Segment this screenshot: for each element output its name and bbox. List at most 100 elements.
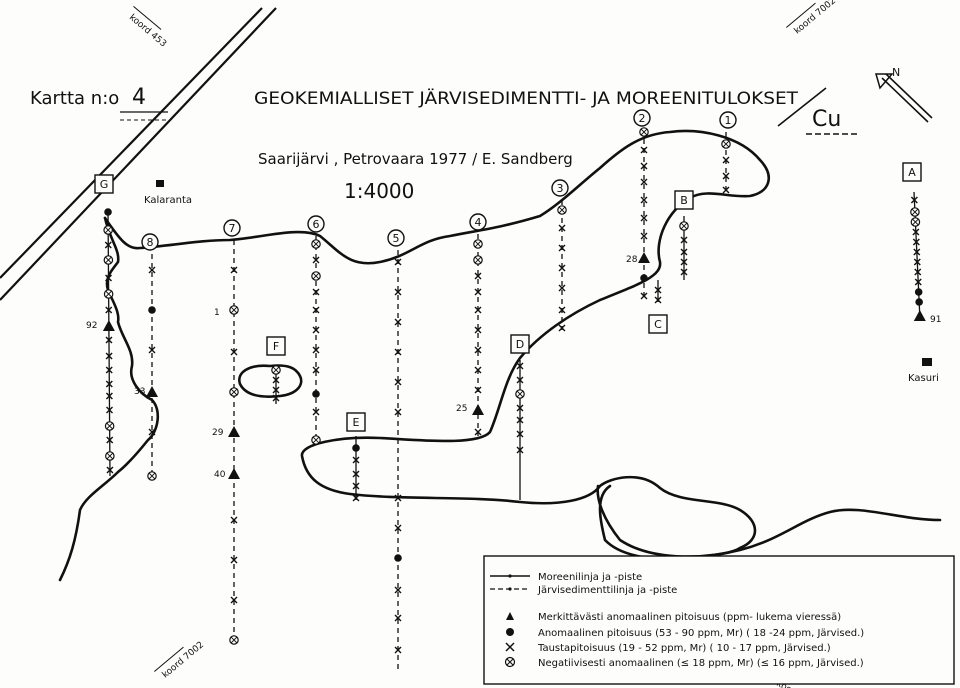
marked-anomaly-point — [913, 310, 926, 321]
background-point — [516, 430, 524, 438]
negative-point — [473, 239, 483, 249]
negative-point — [105, 451, 115, 461]
svg-text:Kalaranta: Kalaranta — [144, 195, 192, 206]
background-point — [474, 386, 482, 394]
background-point — [352, 470, 360, 478]
line-id-text: D — [516, 338, 524, 351]
sample-line-d: D — [510, 334, 530, 500]
line-id-text: 3 — [557, 182, 564, 195]
background-point — [148, 346, 156, 354]
background-point — [516, 446, 524, 454]
background-point — [680, 236, 688, 244]
sample-line-7: 7 — [223, 219, 241, 645]
background-point — [272, 394, 280, 402]
background-point — [722, 172, 730, 180]
line-id-text: 1 — [725, 114, 732, 127]
background-point — [680, 248, 688, 256]
background-point — [558, 324, 566, 332]
background-point — [912, 238, 920, 246]
background-point — [105, 274, 113, 282]
corner-top-left: koord 453 — [127, 5, 168, 49]
negative-point — [557, 205, 567, 215]
negative-point — [311, 239, 321, 249]
negative-point — [311, 435, 321, 445]
sample-line-a: A — [902, 162, 926, 321]
north-arrow: N — [875, 66, 933, 123]
background-point — [516, 376, 524, 384]
negative-point — [679, 221, 689, 231]
background-point — [722, 186, 730, 194]
legend-marked: Merkittävästi anomaalinen pitoisuus (ppm… — [538, 612, 841, 623]
background-point — [230, 348, 238, 356]
anomalous-point — [352, 444, 360, 452]
background-point — [640, 162, 648, 170]
background-point — [394, 258, 402, 266]
background-point — [148, 266, 156, 274]
line-path — [107, 209, 111, 477]
line-label-e: E — [346, 412, 366, 432]
background-point — [640, 292, 648, 300]
anomalous-point — [640, 274, 648, 282]
negative-point — [311, 271, 321, 281]
background-point — [394, 524, 402, 532]
line-label-8: 8 — [141, 233, 159, 251]
background-point — [272, 386, 280, 394]
background-point — [722, 156, 730, 164]
line-label-6: 6 — [307, 215, 325, 233]
background-point — [394, 348, 402, 356]
background-point — [394, 408, 402, 416]
sample-line-b: B — [674, 190, 694, 280]
anomalous-point — [148, 306, 156, 314]
line-label-c: C — [648, 314, 668, 334]
legend-moraine-line: Moreenilinja ja -piste — [538, 572, 642, 583]
line-id-text: E — [353, 416, 360, 429]
svg-text:Kasuri: Kasuri — [908, 373, 939, 384]
map-subtitle: Saarijärvi , Petrovaara 1977 / E. Sandbe… — [258, 150, 573, 168]
background-point — [105, 306, 113, 314]
line-id-text: 8 — [147, 236, 154, 249]
line-id-text: A — [908, 166, 916, 179]
line-id-text: C — [654, 318, 662, 331]
marked-anomaly-point — [638, 252, 650, 263]
line-label-b: B — [674, 190, 694, 210]
sample-line-4: 4 — [469, 213, 487, 436]
line-label-g: G — [94, 174, 114, 194]
map-title: GEOKEMIALLISET JÄRVISEDIMENTTI- JA MOREE… — [254, 88, 799, 109]
line-label-2: 2 — [633, 109, 651, 127]
sample-line-8: 8 — [141, 233, 159, 481]
line-label-7: 7 — [223, 219, 241, 237]
background-point — [640, 146, 648, 154]
place-kalaranta: Kalaranta — [144, 180, 192, 206]
background-point — [680, 268, 688, 276]
background-point — [640, 214, 648, 222]
line-label-3: 3 — [551, 179, 569, 197]
marked-anomaly-point — [102, 320, 115, 331]
anomalous-point — [104, 208, 112, 216]
negative-point — [473, 255, 483, 265]
line-label-5: 5 — [387, 229, 405, 247]
place-kasuri: Kasuri — [908, 358, 939, 384]
background-point — [640, 178, 648, 186]
background-point — [474, 428, 482, 436]
background-point — [640, 196, 648, 204]
anomalous-point — [914, 288, 923, 296]
background-point — [352, 482, 360, 490]
background-point — [912, 228, 920, 236]
background-point — [312, 346, 320, 354]
background-point — [394, 318, 402, 326]
line-id-text: B — [680, 194, 688, 207]
background-point — [312, 306, 320, 314]
line-id-text: 5 — [393, 232, 400, 245]
background-point — [394, 646, 402, 654]
marked-anomaly-point — [228, 468, 240, 479]
line-label-1: 1 — [719, 111, 737, 129]
background-point — [516, 404, 524, 412]
background-point — [654, 296, 662, 304]
sample-line-6: 6 — [307, 215, 325, 445]
background-point — [105, 380, 113, 388]
background-point — [312, 326, 320, 334]
background-point — [352, 456, 360, 464]
anomalous-point — [394, 554, 402, 562]
ppm-value-label: 29 — [212, 428, 224, 438]
